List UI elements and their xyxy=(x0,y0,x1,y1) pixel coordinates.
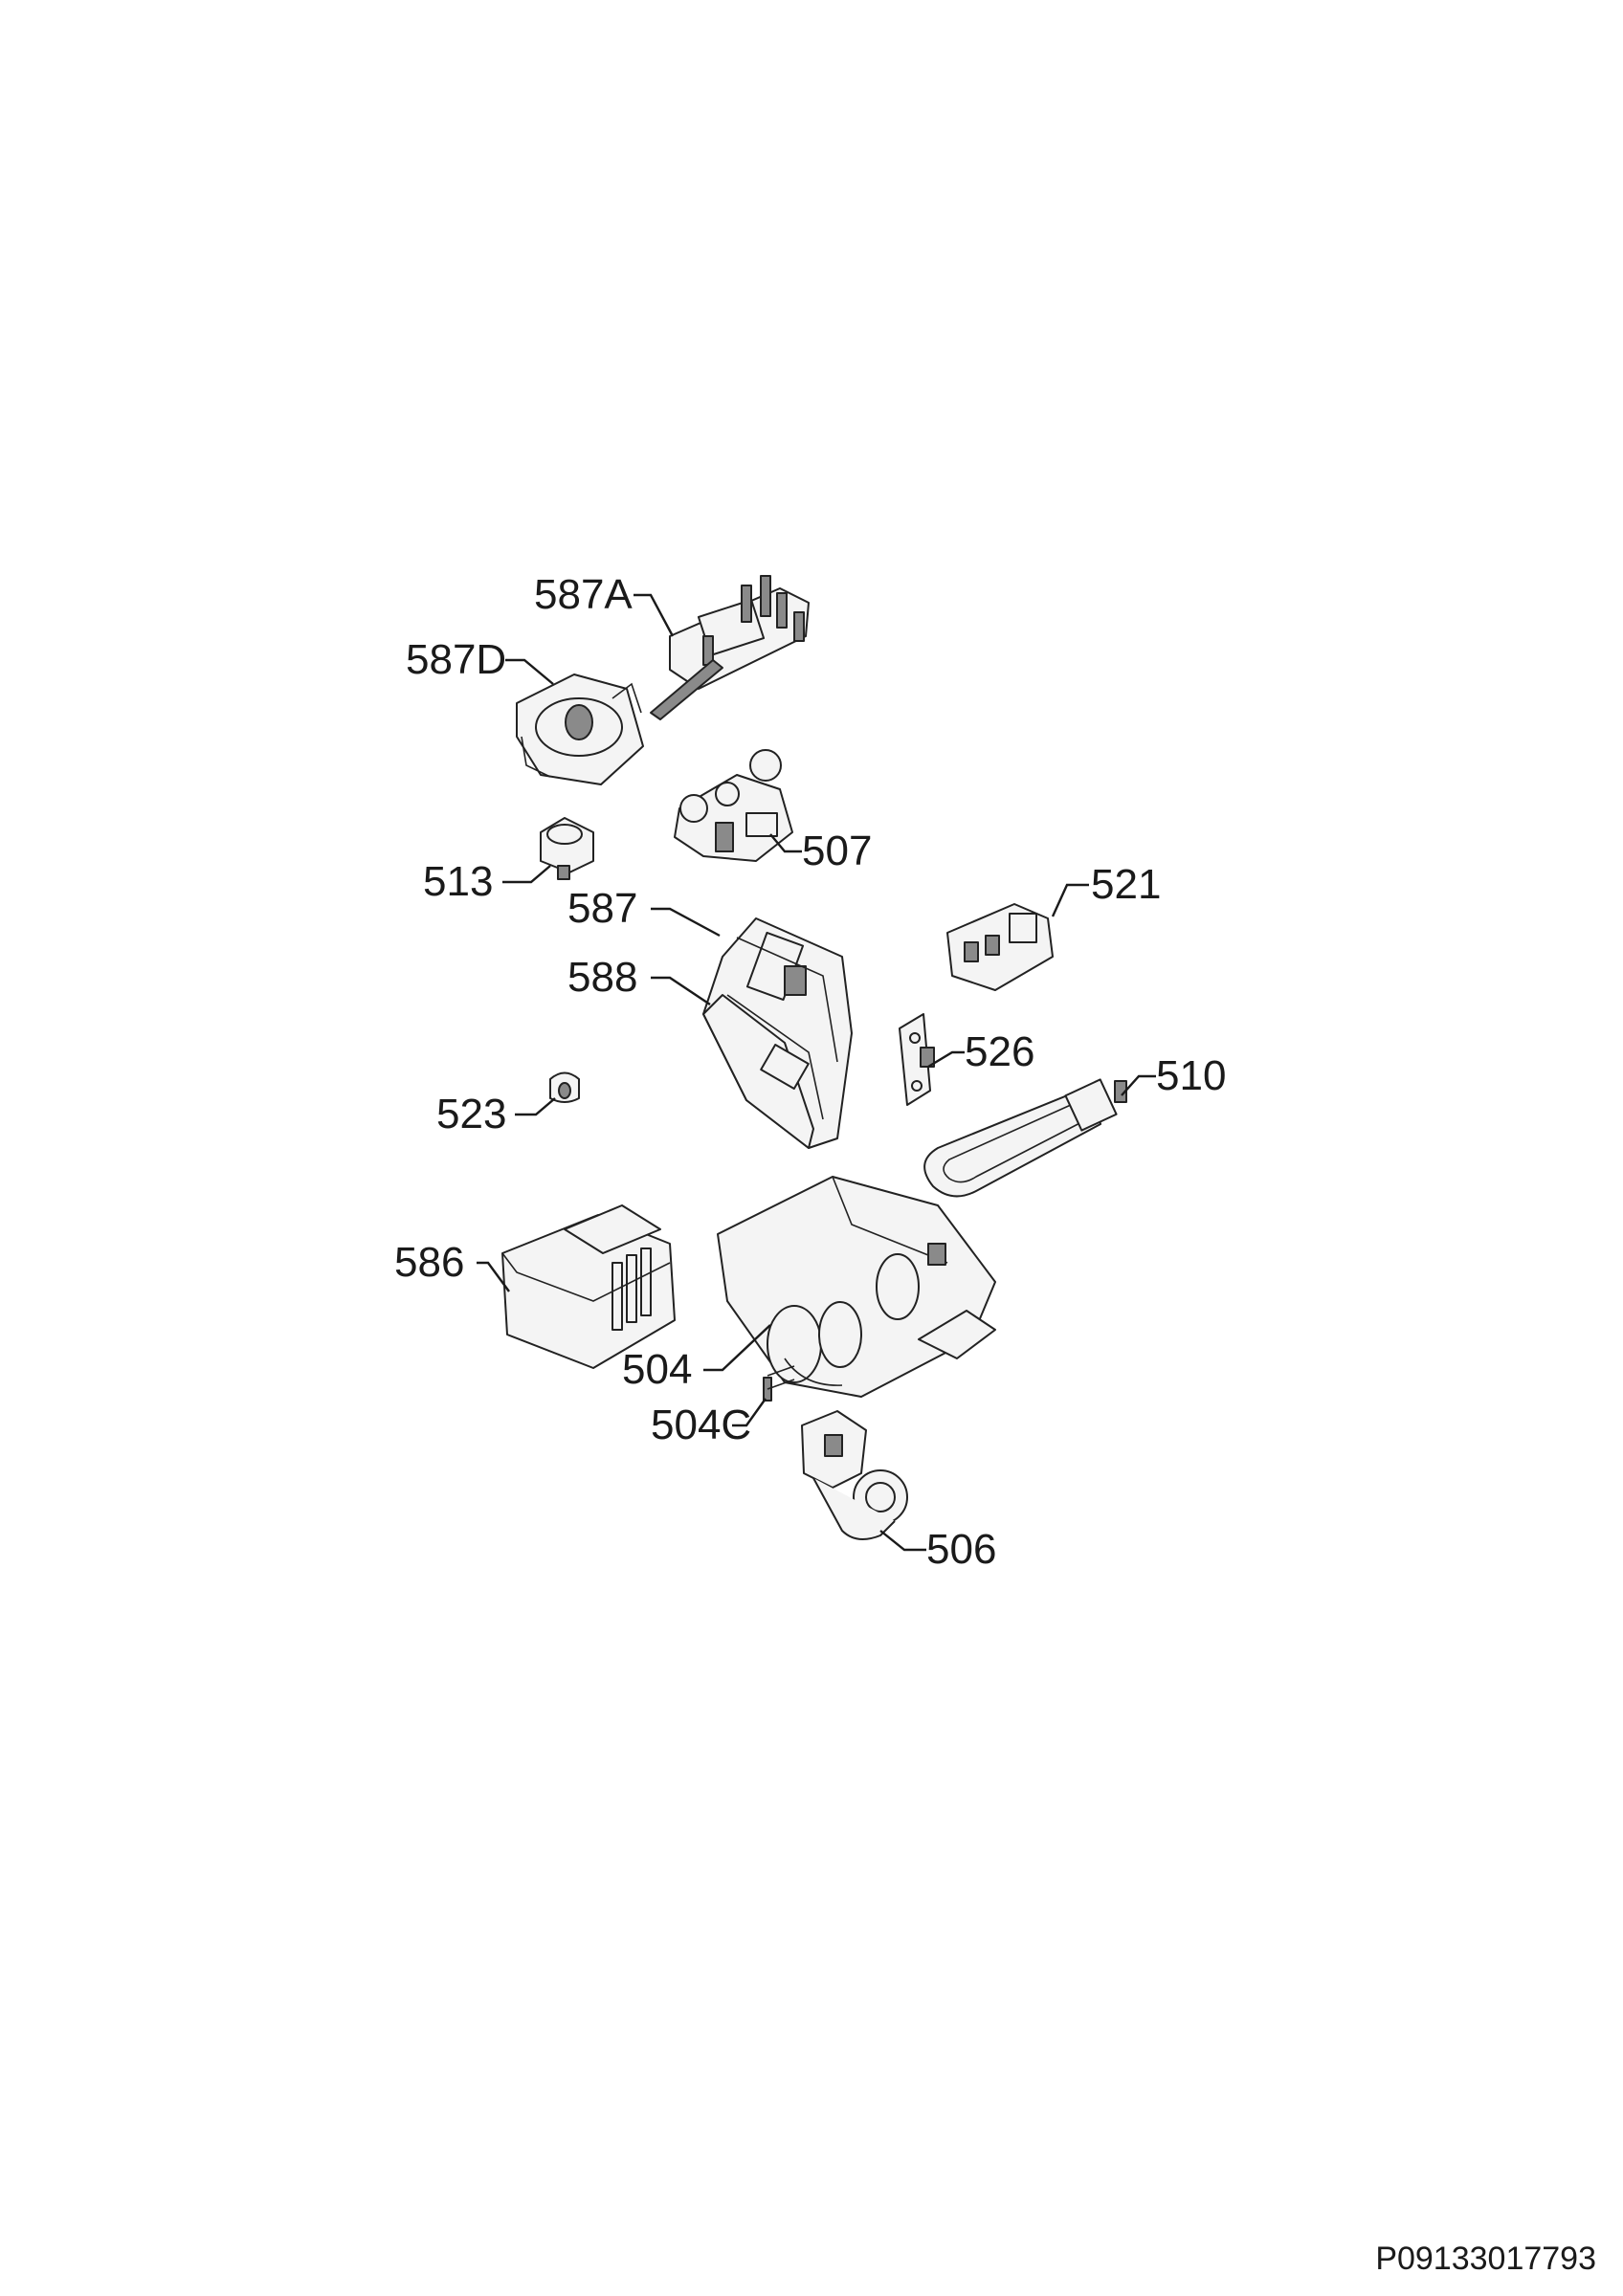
part-587A-circuit-board xyxy=(650,575,810,720)
label-504C: 504C xyxy=(651,1402,751,1448)
label-526: 526 xyxy=(965,1028,1034,1075)
label-587D: 587D xyxy=(406,636,506,683)
leader-513 xyxy=(502,865,551,884)
leader-504C xyxy=(732,1398,767,1427)
leader-504 xyxy=(703,1324,771,1372)
part-521-door-lock xyxy=(946,903,1054,991)
leader-526 xyxy=(927,1050,965,1069)
leader-523 xyxy=(515,1097,556,1116)
label-587: 587 xyxy=(567,885,637,932)
leader-510 xyxy=(1121,1074,1156,1096)
leader-507 xyxy=(769,833,802,853)
drawing-code: P09133017793 xyxy=(1375,2241,1596,2277)
part-523-clip xyxy=(549,1071,580,1103)
label-504: 504 xyxy=(622,1346,692,1393)
leader-506 xyxy=(879,1530,926,1552)
part-504-motor xyxy=(717,1176,996,1398)
leader-521 xyxy=(1051,883,1089,917)
label-513: 513 xyxy=(423,858,493,905)
label-506: 506 xyxy=(926,1526,996,1573)
leader-588 xyxy=(651,976,711,1005)
leader-586 xyxy=(477,1261,510,1292)
part-510-heating-element xyxy=(923,1078,1127,1198)
leader-587A xyxy=(634,593,675,637)
part-526-sensor-bracket xyxy=(899,1013,935,1106)
part-506-drain-pump xyxy=(801,1410,908,1540)
leader-587 xyxy=(651,907,721,938)
label-588: 588 xyxy=(567,954,637,1001)
label-507: 507 xyxy=(802,828,872,874)
label-521: 521 xyxy=(1091,861,1161,908)
label-587A: 587A xyxy=(534,571,633,618)
label-523: 523 xyxy=(436,1091,506,1137)
label-586: 586 xyxy=(394,1239,464,1286)
part-504C-screw xyxy=(763,1365,795,1402)
part-587D-sensor-housing xyxy=(516,673,644,785)
part-587-588-electronic-module xyxy=(702,917,853,1149)
part-513-pressure-switch xyxy=(540,817,594,880)
label-510: 510 xyxy=(1156,1052,1226,1099)
part-507-inlet-valve xyxy=(674,749,793,862)
part-586-motor-control-box xyxy=(501,1204,676,1369)
leader-587D xyxy=(505,658,554,685)
